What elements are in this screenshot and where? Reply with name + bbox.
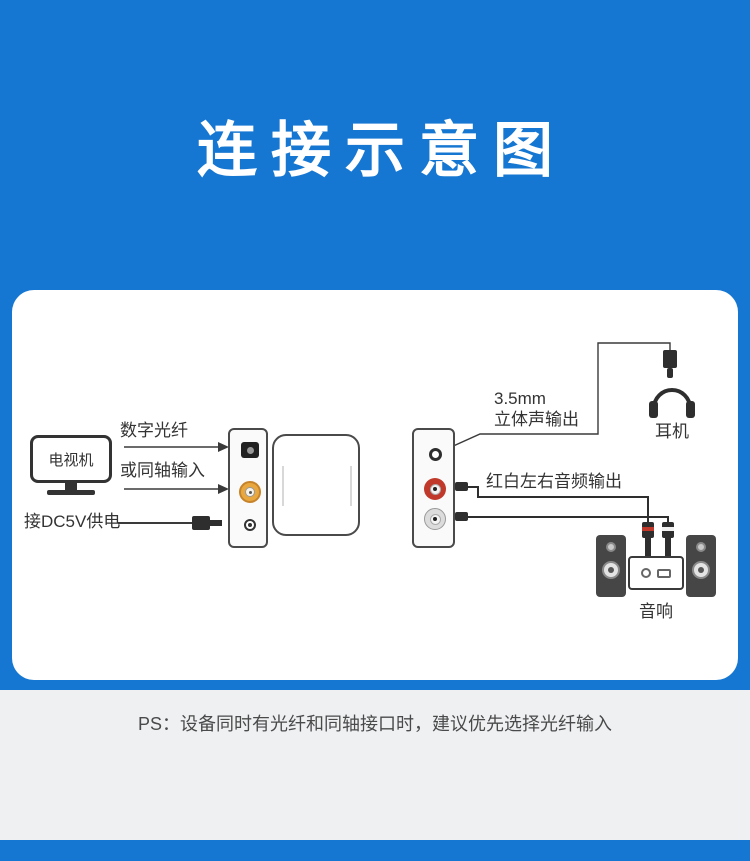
- dc-power-jack-icon: [244, 519, 256, 531]
- rca-white-jack-icon: [424, 508, 446, 530]
- coaxial-input-label: 或同轴输入: [120, 461, 205, 480]
- stereo-35mm-wire: [439, 342, 671, 453]
- tv-stand-base: [47, 490, 95, 495]
- converter-body-marking-left: [282, 466, 284, 506]
- amplifier-icon: [628, 556, 684, 590]
- converter-input-panel: [228, 428, 268, 548]
- headphone-label: 耳机: [655, 422, 689, 441]
- speaker-right-icon: [686, 535, 716, 597]
- stereo-output-line2: 立体声输出: [494, 410, 579, 429]
- diagram-card: 电视机 数字光纤 或同轴输入 接DC5V供电: [12, 290, 738, 680]
- converter-body: [272, 434, 360, 536]
- connection-wires: [118, 342, 695, 556]
- rca-white-cable: [455, 512, 669, 522]
- page-title: 连接示意图: [197, 117, 567, 184]
- converter-body-marking-right: [350, 466, 352, 506]
- speaker-plug-white-icon: [662, 522, 674, 556]
- bottom-blue-bar: [0, 840, 750, 861]
- tv-stand-neck: [65, 483, 77, 490]
- speaker-label: 音响: [639, 602, 673, 621]
- tv-label: 电视机: [48, 451, 94, 469]
- tv-icon: 电视机: [30, 435, 112, 495]
- stereo-output-label: 3.5mm 立体声输出: [494, 388, 579, 430]
- converter-output-panel: [412, 428, 455, 548]
- stereo-output-line1: 3.5mm: [494, 389, 546, 408]
- coaxial-jack-icon: [239, 481, 261, 503]
- footer-note: PS：设备同时有光纤和同轴接口时，建议优先选择光纤输入: [137, 714, 612, 734]
- rca-red-jack-icon: [424, 478, 446, 500]
- jack-35mm-icon: [429, 448, 442, 461]
- headphone-plug-icon: [663, 350, 677, 378]
- rca-output-label: 红白左右音频输出: [486, 472, 622, 491]
- power-cable: [118, 516, 222, 530]
- power-input-label: 接DC5V供电: [24, 512, 121, 531]
- rca-red-cable: [455, 482, 649, 522]
- tv-screen: 电视机: [30, 435, 112, 483]
- optical-port-icon: [241, 442, 259, 458]
- speaker-left-icon: [596, 535, 626, 597]
- optical-input-label: 数字光纤: [120, 421, 188, 440]
- optical-port-hole: [246, 446, 254, 454]
- optical-input-arrow: [124, 442, 229, 452]
- speaker-plug-red-icon: [642, 522, 654, 556]
- headphone-icon: [649, 388, 695, 418]
- coaxial-input-arrow: [124, 484, 229, 494]
